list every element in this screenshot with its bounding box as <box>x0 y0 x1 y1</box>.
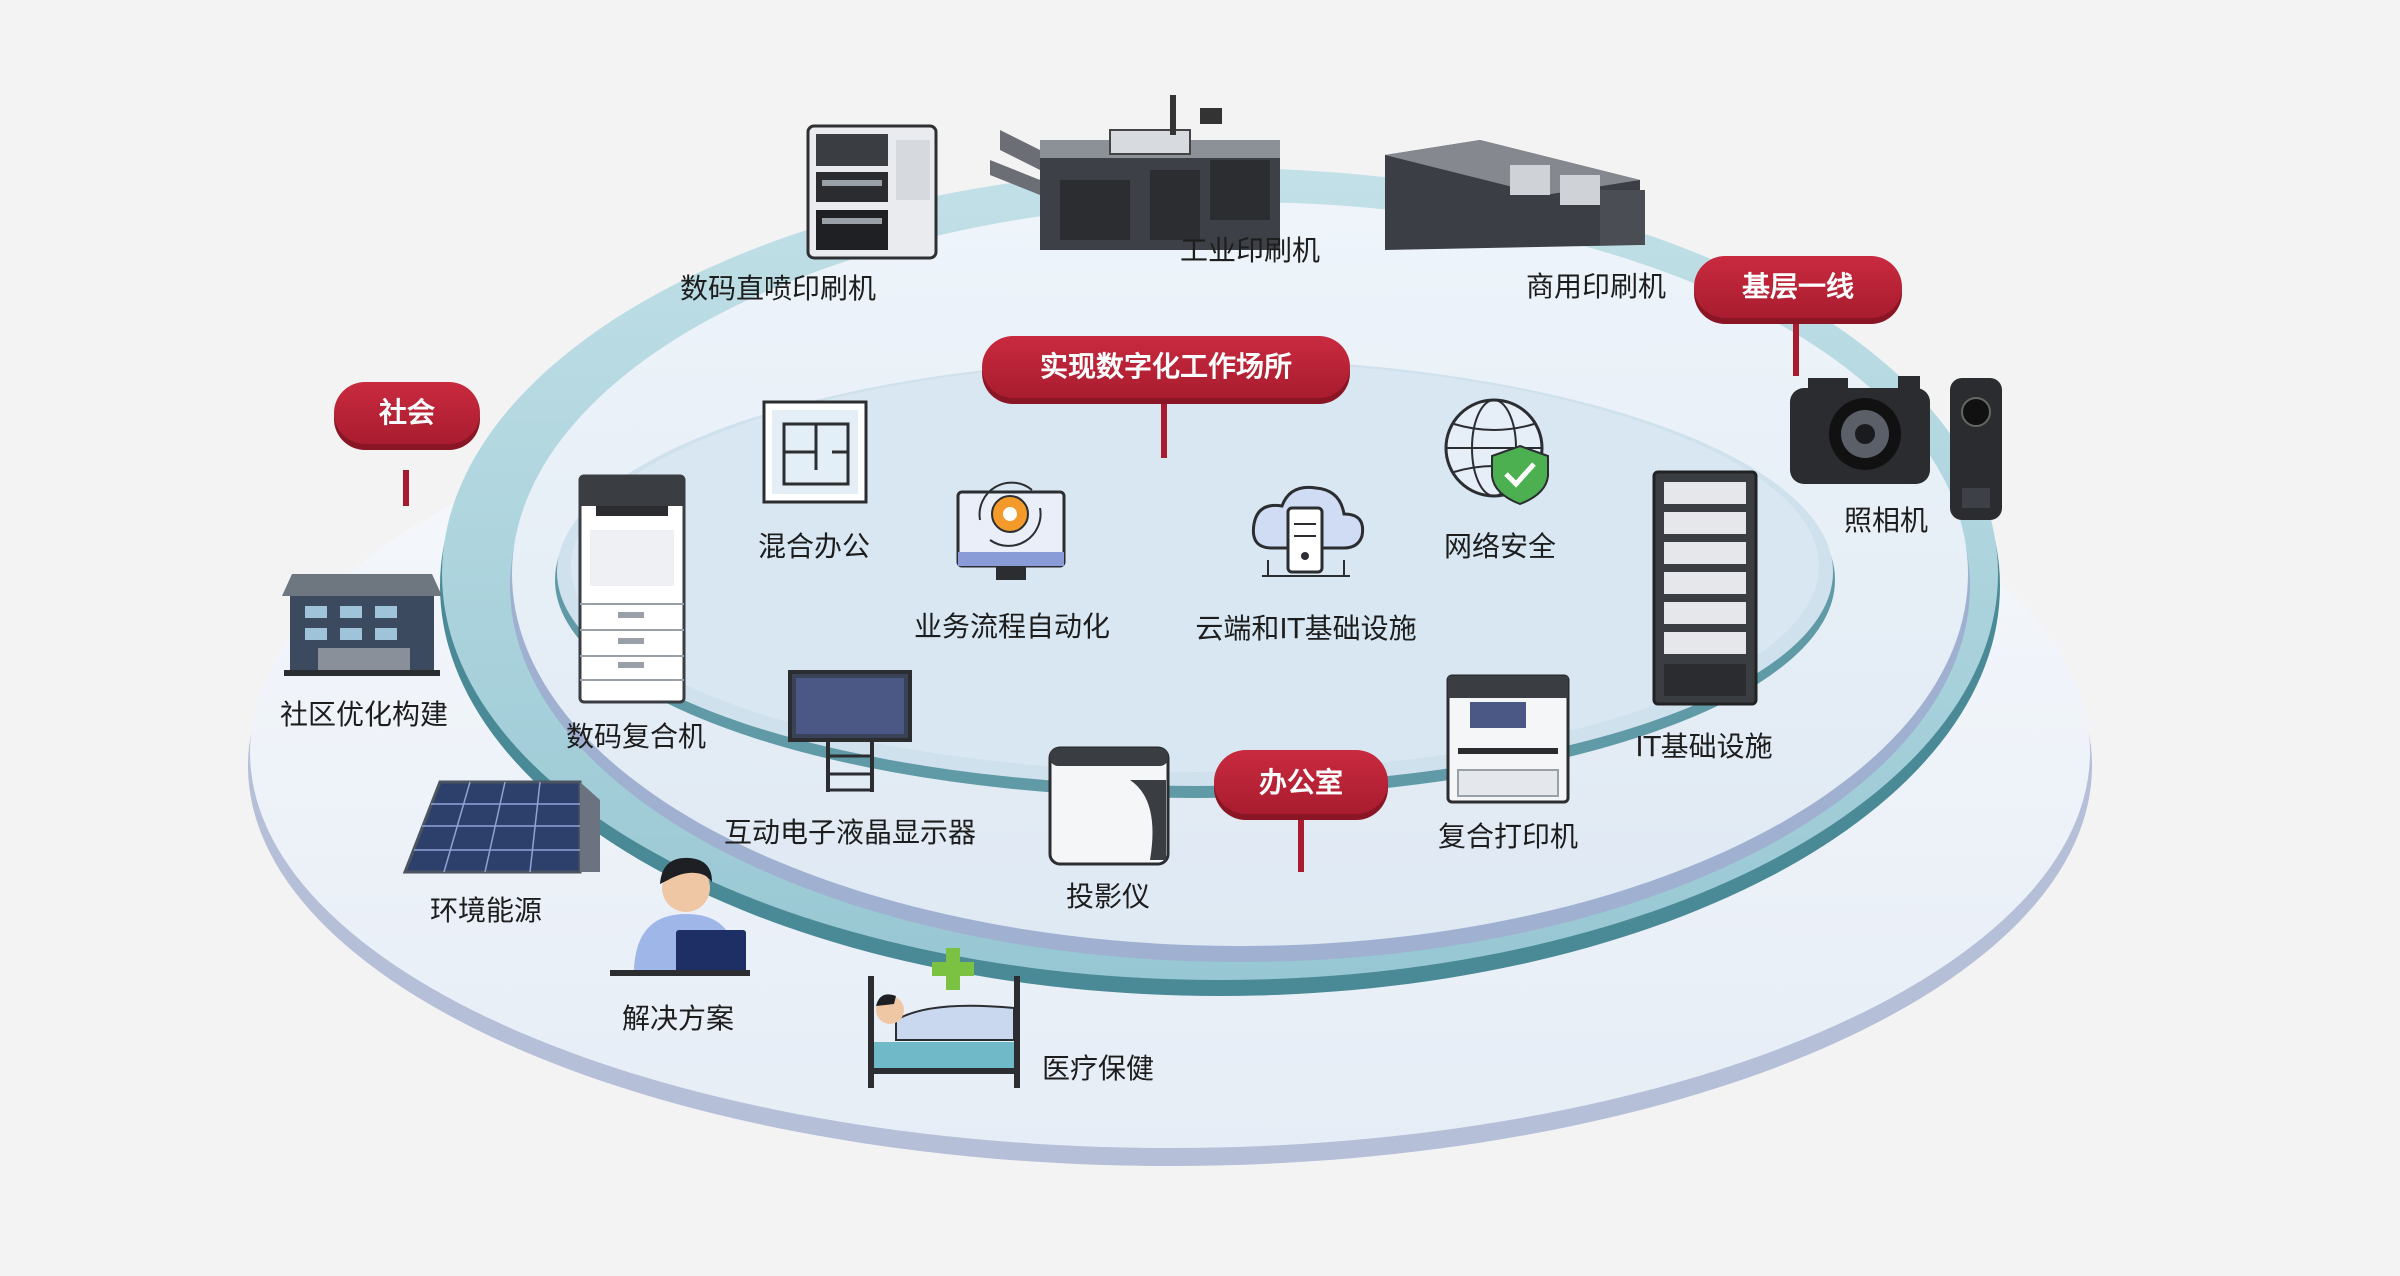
label-hybrid-work: 混合办公 <box>758 530 870 563</box>
pill-society-text: 社会 <box>379 396 435 429</box>
community-building-icon <box>282 574 442 676</box>
label-commercial-press: 商用印刷机 <box>1526 270 1666 303</box>
lcd-display-icon <box>788 670 912 792</box>
pill-workplace-text: 实现数字化工作场所 <box>1040 350 1292 383</box>
commercial-press-icon <box>1385 140 1645 250</box>
camera-icon <box>1790 376 2002 520</box>
label-projector: 投影仪 <box>1066 880 1150 913</box>
solutions-person-icon <box>610 857 750 976</box>
label-process-automation: 业务流程自动化 <box>914 610 1110 643</box>
label-inkjet-press: 数码直喷印刷机 <box>680 272 876 305</box>
pill-society: 社会 <box>334 382 480 506</box>
label-lcd-display: 互动电子液晶显示器 <box>724 816 976 849</box>
pill-workplace: 实现数字化工作场所 <box>982 336 1350 458</box>
pill-office: 办公室 <box>1214 750 1388 872</box>
label-network-security: 网络安全 <box>1444 530 1556 563</box>
cloud-it-icon <box>1251 485 1365 577</box>
pill-frontline-text: 基层一线 <box>1742 270 1854 303</box>
label-industrial-press: 工业印刷机 <box>1180 234 1320 267</box>
pill-office-text: 办公室 <box>1259 766 1343 799</box>
label-healthcare: 医疗保健 <box>1042 1052 1154 1085</box>
solar-panel-icon <box>402 780 600 874</box>
pill-frontline: 基层一线 <box>1694 256 1902 376</box>
label-camera: 照相机 <box>1844 504 1928 537</box>
label-solutions: 解决方案 <box>622 1002 734 1035</box>
label-cloud-it: 云端和IT基础设施 <box>1195 612 1416 645</box>
label-mf-printer: 复合打印机 <box>1438 820 1578 853</box>
label-community: 社区优化构建 <box>280 698 448 731</box>
label-energy: 环境能源 <box>430 894 542 927</box>
network-security-icon <box>1444 398 1549 506</box>
healthcare-bed-icon <box>868 948 1020 1088</box>
it-rack-icon <box>1652 470 1758 706</box>
projector-icon <box>1048 746 1170 866</box>
process-automation-icon <box>956 481 1066 580</box>
label-it-infra: IT基础设施 <box>1635 730 1772 763</box>
label-mfp: 数码复合机 <box>566 720 706 753</box>
mf-printer-icon <box>1446 674 1570 804</box>
inkjet-press-icon <box>806 124 938 260</box>
hybrid-work-icon <box>762 400 868 504</box>
mfp-icon <box>578 474 686 704</box>
industrial-press-icon <box>990 95 1280 250</box>
